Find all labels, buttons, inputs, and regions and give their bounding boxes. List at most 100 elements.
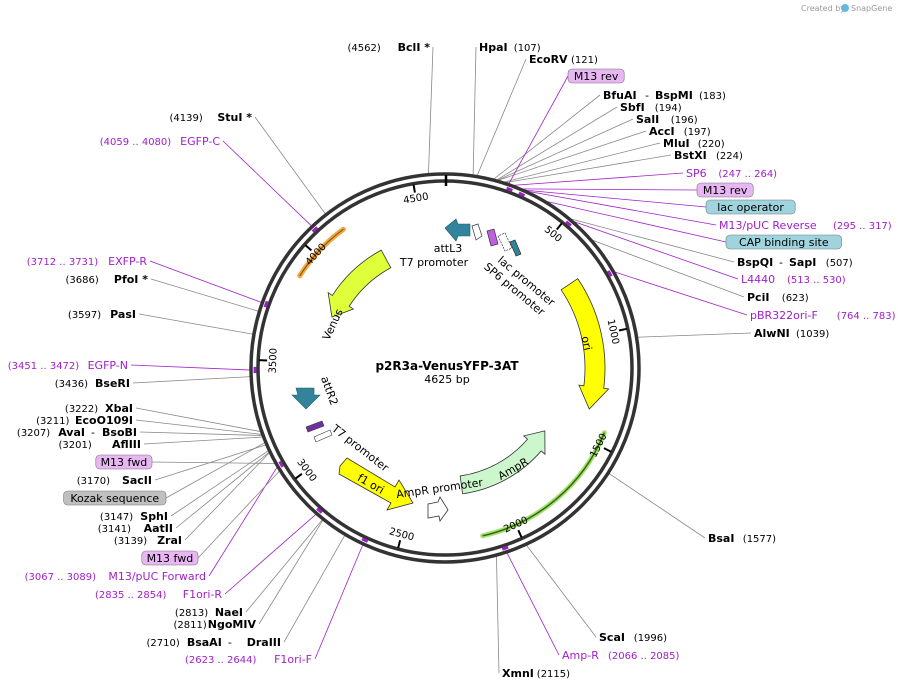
leader-line — [523, 190, 717, 226]
leader-line — [496, 555, 500, 674]
primer-marker — [316, 507, 323, 514]
ruler-tick — [556, 222, 563, 231]
ruler-tick — [603, 447, 612, 453]
site-position: (121) — [571, 55, 598, 66]
attl3-arrow — [444, 218, 471, 242]
feature-box-label: M13 fwd — [101, 456, 148, 469]
feature-box-label: CAP binding site — [739, 236, 829, 249]
site-position: (3170) — [77, 476, 110, 487]
feature-box-bg — [95, 454, 153, 470]
site-position: (2811) — [174, 620, 207, 631]
primer-range: (3067 .. 3089) — [25, 572, 97, 583]
primer-l4440: L4440(513 .. 530) — [741, 273, 846, 286]
leader-line — [314, 543, 364, 660]
primer-ampr_primer: Amp-R(2066 .. 2085) — [562, 649, 680, 662]
leader-line — [170, 449, 270, 517]
primer-marker — [361, 537, 369, 543]
leader-line — [570, 220, 739, 280]
leader-line — [139, 431, 264, 436]
feature-box-label: M13 fwd — [147, 552, 194, 565]
site-position: (1996) — [634, 633, 667, 644]
feature-box-label: Kozak sequence — [70, 492, 159, 505]
ampr-promoter-arrow — [427, 496, 449, 522]
leader-line — [165, 441, 266, 499]
leader-line — [519, 188, 698, 191]
backbone-outer-ring — [249, 172, 641, 564]
site-scai: ScaI(1996) — [599, 631, 667, 644]
leader-line — [132, 376, 252, 384]
site-bsaai: DraIII-BsaAI(2710) — [147, 636, 281, 649]
outer-labels: BclI *(4562)HpaI(107)EcoRV(121)BfuAI-Bsp… — [8, 41, 896, 680]
feature-box-cap: CAP binding site — [725, 234, 842, 250]
primer-range: (247 .. 264) — [718, 169, 777, 180]
site-name: StuI * — [217, 111, 252, 124]
site-bseri: BseRI(3436) — [55, 377, 130, 390]
ruler-label: 1000 — [605, 318, 621, 345]
site-position: (3207) — [17, 428, 50, 439]
site-name: BsaI — [708, 532, 734, 545]
primer-range: (3712 .. 3731) — [27, 257, 99, 268]
feature-box-bg — [696, 182, 754, 198]
primer-name: EXFP-R — [108, 255, 147, 268]
ampr-arrow — [459, 430, 546, 495]
ruler-tick — [618, 327, 628, 332]
leader-line — [154, 444, 267, 481]
primer-name: F1ori-R — [183, 588, 223, 601]
leader-line — [135, 407, 262, 433]
leader-line — [208, 466, 279, 577]
plasmid-name: p2R3a-VenusYFP-3AT — [375, 359, 519, 373]
site-name: HpaI — [479, 41, 508, 54]
credit-brand: SnapGene — [851, 4, 892, 13]
primer-range: (4059 .. 4080) — [100, 137, 172, 148]
site-pasi: PasI(3597) — [68, 308, 136, 321]
site-xbai: XbaI(3222) — [65, 402, 133, 415]
site-stui: StuI * (4139) — [170, 111, 253, 124]
site-name-2: SapI — [789, 256, 816, 269]
leader-line — [472, 46, 477, 177]
leader-line — [542, 200, 727, 243]
site-name: AlwNI — [754, 327, 790, 340]
leader-line — [151, 461, 277, 464]
lac-operator-arrow — [509, 239, 522, 257]
site-position: (3211) — [36, 416, 69, 427]
site-position: (623) — [782, 293, 809, 304]
leader-line — [568, 217, 735, 263]
site-pfoi: PfoI *(3686) — [66, 273, 149, 286]
t7-bottom-marker — [305, 420, 325, 433]
site-position: (3597) — [68, 310, 101, 321]
ruler-label: 1500 — [588, 432, 609, 460]
leader-line — [636, 332, 752, 338]
site-mlui: MluI(220) — [663, 137, 725, 150]
site-bfuai: BfuAI-BspMI(183) — [603, 89, 726, 102]
site-sbfi: SbfI(194) — [620, 101, 682, 114]
site-bsai: BsaI(1577) — [708, 532, 776, 545]
site-ngomiv: NgoMIV(2811) — [174, 618, 257, 631]
site-name: BclI * — [398, 41, 431, 54]
primer-marker — [311, 226, 319, 233]
leader-line — [506, 551, 560, 656]
site-position: (3222) — [65, 404, 98, 415]
ruler-tick — [294, 473, 303, 480]
primer-marker — [278, 460, 285, 468]
leader-line — [245, 518, 324, 613]
leader-line — [135, 419, 263, 435]
site-zrai: ZraI(3139) — [114, 534, 182, 547]
leader-line — [590, 239, 745, 298]
leader-line — [428, 46, 434, 175]
site-position: (3201) — [59, 440, 92, 451]
venus-arrow — [327, 249, 392, 318]
site-position: (4139) — [170, 113, 203, 124]
primer-f1ori_r: F1ori-R(2835 .. 2854) — [95, 588, 222, 601]
site-position: (3686) — [66, 275, 99, 286]
primer-name: L4440 — [741, 273, 775, 286]
site-separator: - — [91, 426, 95, 439]
primer-marker — [565, 220, 572, 227]
leader-line — [496, 130, 647, 182]
site-naei: NaeI(2813) — [175, 606, 243, 619]
primer-range: (2066 .. 2085) — [608, 651, 680, 662]
leader-line — [130, 364, 252, 371]
ampr-highlight-core — [482, 432, 606, 537]
t7-bottom-arrow — [313, 429, 333, 443]
site-acci: AccI(197) — [649, 125, 711, 138]
